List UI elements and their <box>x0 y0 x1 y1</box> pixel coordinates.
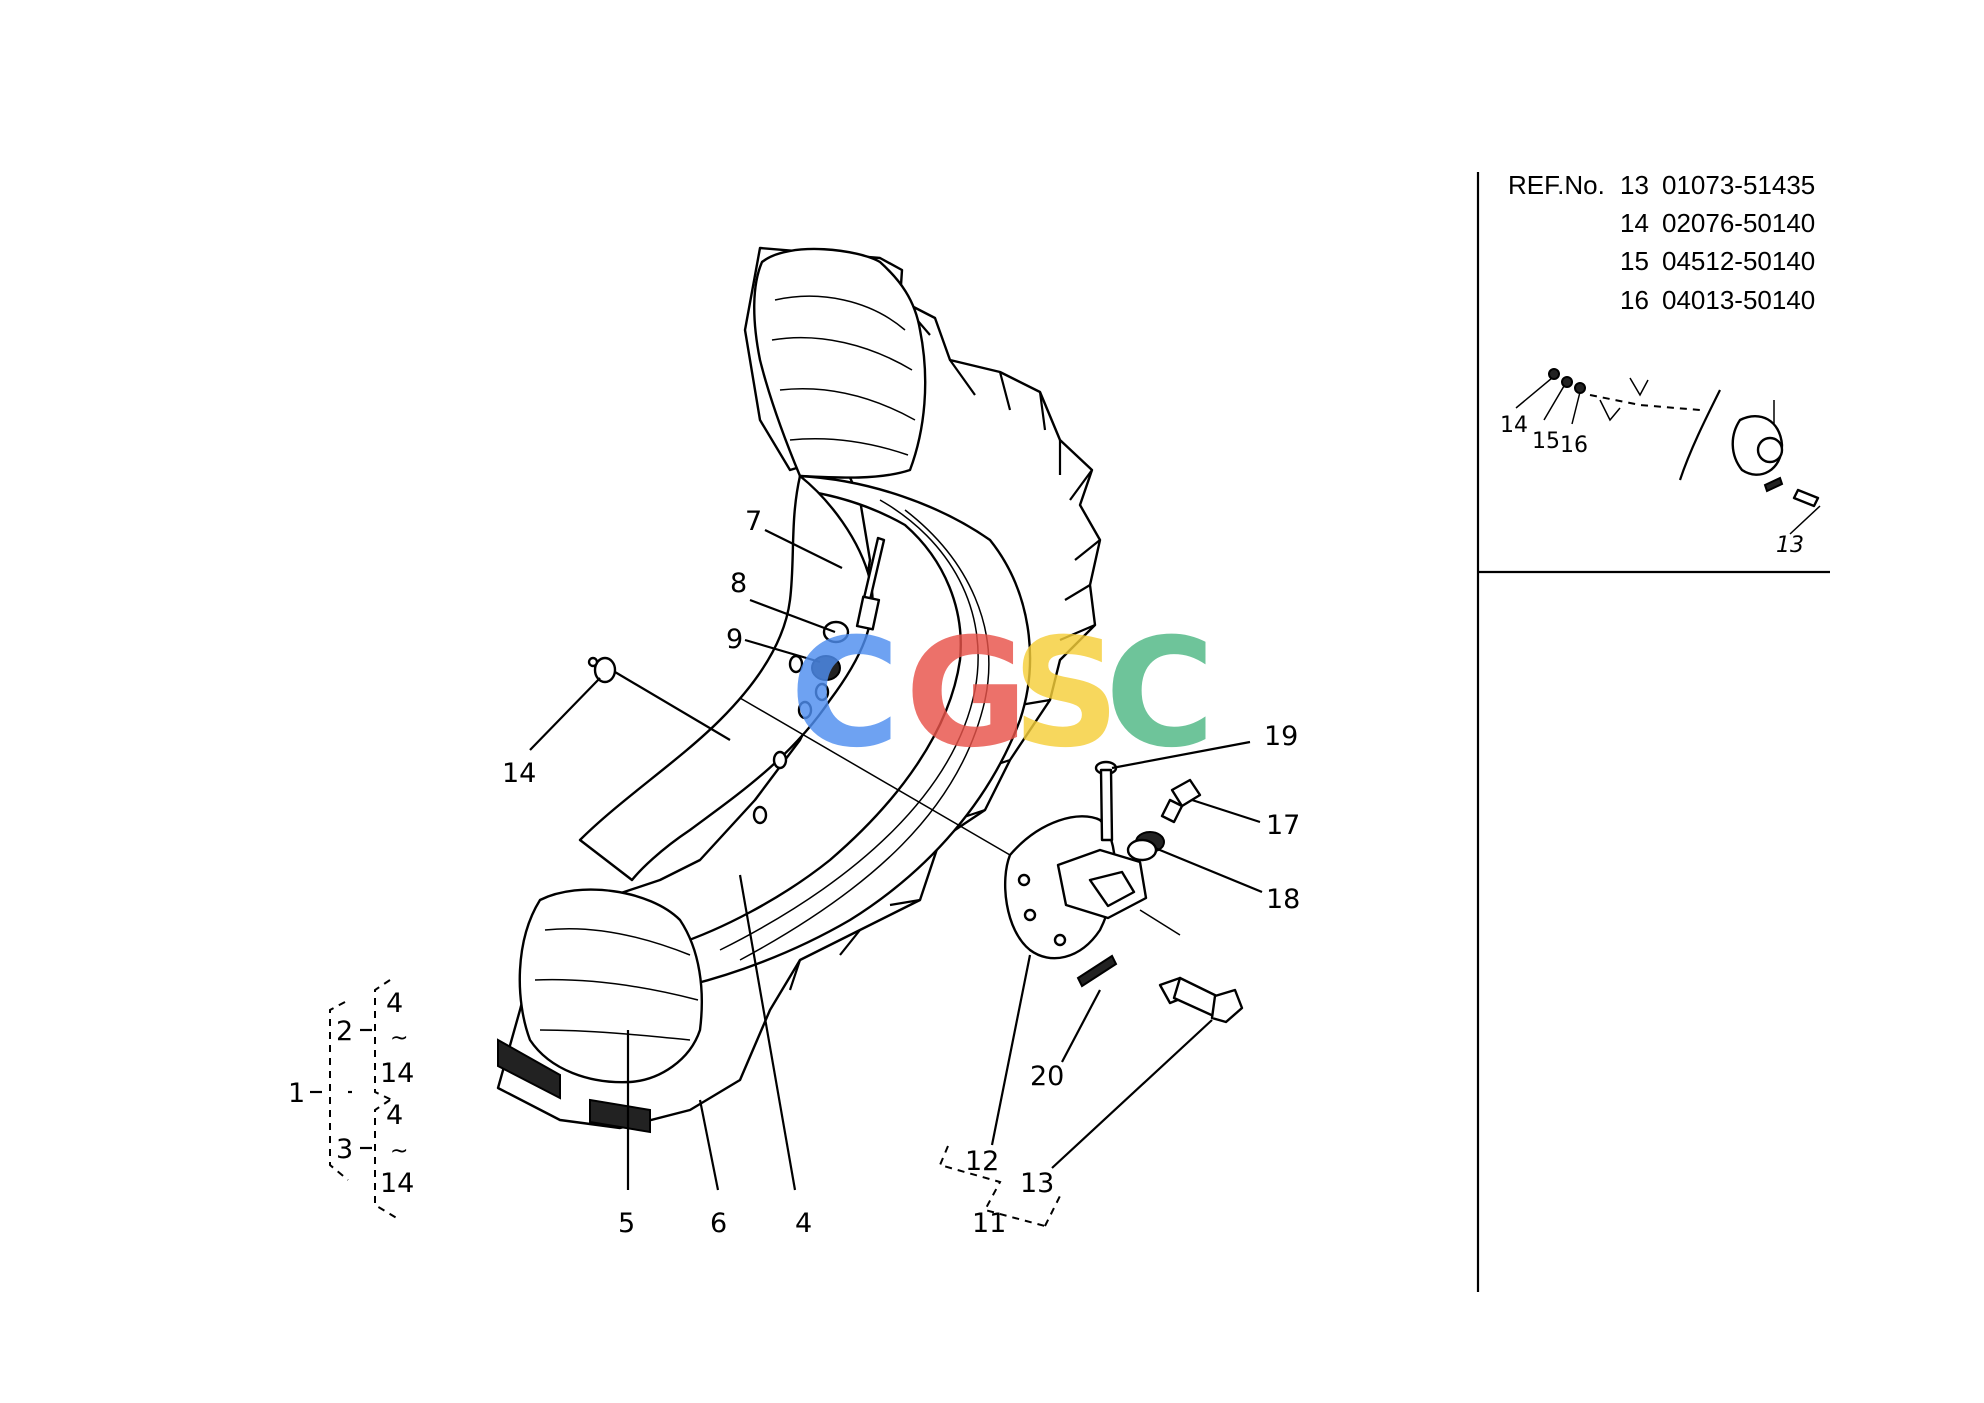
bracket-upper-bottom: 14 <box>380 1058 414 1089</box>
tube-section-bottom <box>518 888 703 1084</box>
rim-hole <box>797 700 813 720</box>
valve-stem <box>811 536 886 681</box>
watermark-letter: C <box>790 607 900 781</box>
ref-number: 15 <box>1620 246 1649 276</box>
pin <box>1094 760 1118 842</box>
callout-11: 11 <box>972 1208 1006 1239</box>
hub-assembly <box>739 697 1244 1024</box>
bracket-11 <box>938 1145 1061 1227</box>
callout-14: 14 <box>502 758 536 789</box>
tube-section-top <box>753 247 927 479</box>
axis-line <box>1139 909 1181 936</box>
callout-12: 12 <box>965 1146 999 1177</box>
callout-5: 5 <box>618 1208 635 1239</box>
part-number: 02076-50140 <box>1662 208 1815 238</box>
bracket-lower-tilde: ~ <box>390 1139 408 1164</box>
callout-8: 8 <box>730 568 747 599</box>
callout-4: 4 <box>795 1208 812 1239</box>
bracket-upper-tilde: ~ <box>390 1026 408 1051</box>
valve-nut <box>822 620 850 644</box>
nut-14 <box>587 656 617 684</box>
callout-1: 1 <box>288 1078 305 1109</box>
spring-pin-20 <box>1076 954 1118 988</box>
tire-illustration <box>496 246 1102 1134</box>
rim-hole <box>814 682 830 702</box>
callout-2: 2 <box>336 1016 353 1047</box>
flange-hole <box>1023 908 1037 922</box>
watermark-letter: G <box>905 607 1028 781</box>
callout-labels: 7 8 9 14 5 6 4 12 13 11 20 19 17 18 1 2 … <box>288 506 1300 1239</box>
inset-callout-16: 16 <box>1560 433 1588 458</box>
rim-hole <box>772 750 788 770</box>
rim-hole <box>752 805 768 825</box>
callout-7: 7 <box>745 506 762 537</box>
bracket-lower-top: 4 <box>386 1100 403 1131</box>
tread-base <box>497 1038 561 1100</box>
bracket-lower-bottom: 14 <box>380 1168 414 1199</box>
callout-20: 20 <box>1030 1061 1064 1092</box>
part-number: 04013-50140 <box>1662 285 1815 315</box>
rim <box>673 474 1032 987</box>
inset-callout-14: 14 <box>1500 413 1528 438</box>
ref-number: 13 <box>1620 170 1649 200</box>
callout-6: 6 <box>710 1208 727 1239</box>
ref-number: 14 <box>1620 208 1649 238</box>
callout-17: 17 <box>1266 810 1300 841</box>
part-number: 04512-50140 <box>1662 246 1815 276</box>
callout-3: 3 <box>336 1134 353 1165</box>
callout-9: 9 <box>726 624 743 655</box>
bolt-17 <box>1160 778 1202 824</box>
flange-hole <box>1053 933 1067 947</box>
hub-flange <box>1004 815 1117 960</box>
watermark-letter: S <box>1012 607 1120 781</box>
bolt-13 <box>1158 976 1244 1024</box>
spring-18 <box>1126 831 1165 862</box>
inset-callout-13: 13 <box>1776 533 1804 558</box>
watermark-logo: C G S C <box>790 607 1215 781</box>
axis-line <box>739 697 1011 856</box>
leader-lines <box>529 529 1263 1191</box>
callout-13: 13 <box>1020 1168 1054 1199</box>
bracket-upper-top: 4 <box>386 988 403 1019</box>
ref-label: REF.No. <box>1508 170 1605 200</box>
callout-19: 19 <box>1264 721 1298 752</box>
part-number: 01073-51435 <box>1662 170 1815 200</box>
inset-callout-15: 15 <box>1532 429 1560 454</box>
watermark-letter: C <box>1105 607 1215 781</box>
group-bracket <box>310 979 401 1221</box>
reference-panel: REF.No. 13 01073-51435 14 02076-50140 15… <box>1476 170 1830 1292</box>
rim-grooves <box>719 499 990 961</box>
inset-diagram: 14 15 16 13 <box>1500 368 1821 558</box>
flange-hole <box>1017 873 1031 887</box>
ref-number: 16 <box>1620 285 1649 315</box>
callout-18: 18 <box>1266 884 1300 915</box>
